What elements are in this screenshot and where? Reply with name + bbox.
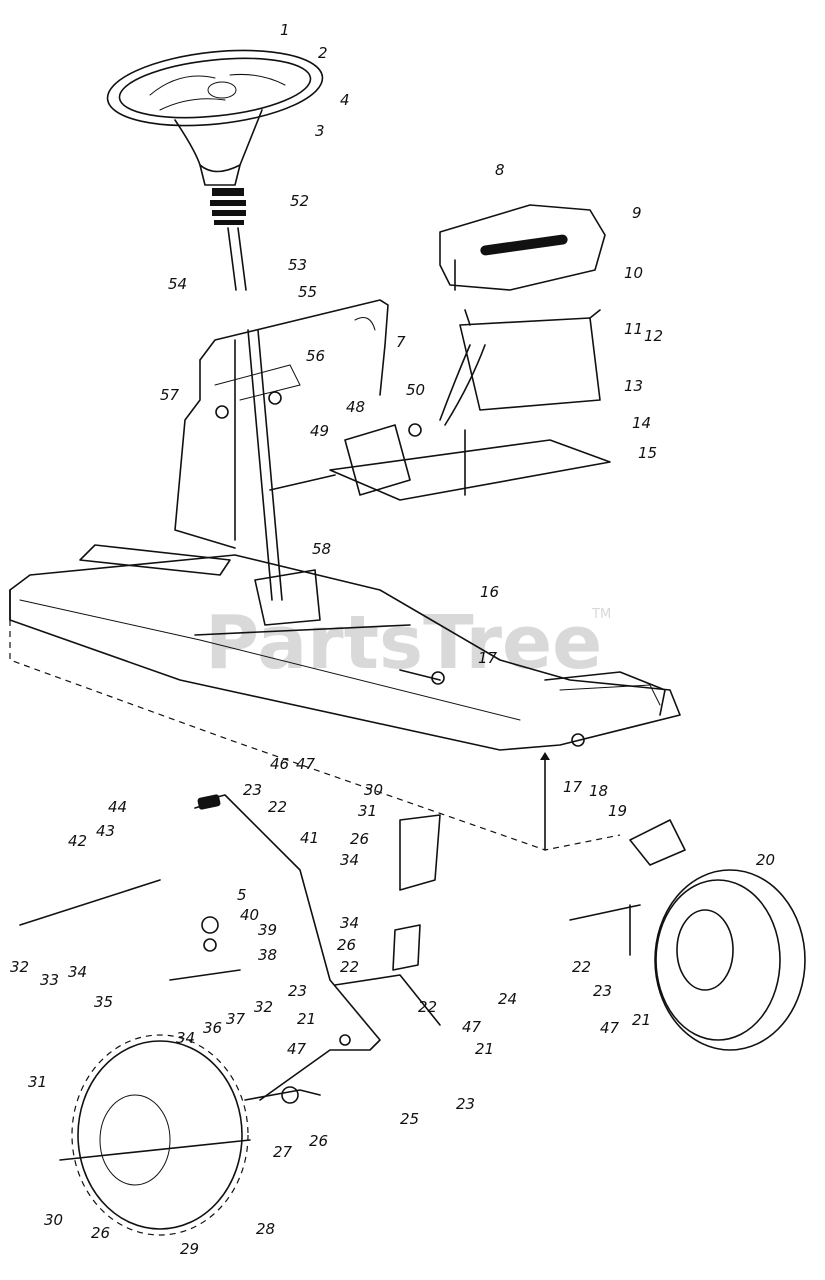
callout-55: 55 [298, 283, 317, 301]
callout-33: 33 [40, 971, 59, 989]
callout-15: 15 [638, 444, 657, 462]
left-front-wheel [59, 1034, 251, 1236]
callout-22a: 22 [268, 798, 287, 816]
callout-52: 52 [290, 192, 309, 210]
callout-26c: 26 [309, 1132, 328, 1150]
callout-48: 48 [346, 398, 365, 416]
callout-8: 8 [495, 161, 505, 179]
callout-13: 13 [624, 377, 643, 395]
callout-38: 38 [258, 946, 277, 964]
callout-47a: 47 [296, 755, 316, 773]
front-axle [9, 620, 686, 1104]
callout-31b: 31 [28, 1073, 47, 1091]
callout-44: 44 [108, 798, 127, 816]
callout-39: 39 [258, 921, 277, 939]
watermark-text: PartsTree [205, 600, 602, 686]
callout-9: 9 [632, 204, 642, 222]
callout-10: 10 [624, 264, 643, 282]
callout-7: 7 [396, 333, 406, 351]
brake-linkage [269, 423, 422, 496]
callout-labels: 1 2 4 3 52 8 9 10 53 54 55 11 12 7 56 13… [10, 21, 775, 1258]
callout-46: 46 [270, 755, 289, 773]
right-front-wheel [654, 869, 806, 1051]
steering-wheel [106, 49, 324, 186]
callout-21a: 21 [297, 1010, 316, 1028]
callout-26b: 26 [337, 936, 356, 954]
callout-16: 16 [480, 583, 499, 601]
callout-18: 18 [589, 782, 608, 800]
callout-35: 35 [94, 993, 113, 1011]
callout-17b: 17 [563, 778, 583, 796]
callout-29: 29 [180, 1240, 199, 1258]
dash-tower [174, 299, 389, 549]
callout-4: 4 [340, 91, 350, 109]
callout-5: 5 [237, 886, 247, 904]
callout-34d: 34 [176, 1029, 195, 1047]
callout-22c: 22 [572, 958, 591, 976]
callout-53: 53 [288, 256, 307, 274]
callout-54: 54 [168, 275, 187, 293]
callout-42: 42 [68, 832, 87, 850]
callout-20: 20 [756, 851, 775, 869]
callout-19: 19 [608, 802, 627, 820]
callout-28: 28 [256, 1220, 275, 1238]
callout-27: 27 [273, 1143, 293, 1161]
callout-23c: 23 [593, 982, 612, 1000]
callout-17a: 17 [478, 649, 498, 667]
steering-shaft [210, 188, 283, 601]
callout-37: 37 [226, 1010, 246, 1028]
callout-11: 11 [624, 320, 643, 338]
callout-36: 36 [203, 1019, 222, 1037]
callout-12: 12 [644, 327, 663, 345]
seat-assembly [329, 204, 611, 501]
callout-21b: 21 [632, 1011, 651, 1029]
callout-57: 57 [160, 386, 180, 404]
watermark-trademark: TM [591, 607, 611, 622]
callout-26a: 26 [350, 830, 369, 848]
callout-24: 24 [498, 990, 517, 1008]
callout-3: 3 [315, 122, 325, 140]
callout-49: 49 [310, 422, 329, 440]
callout-32b: 32 [254, 998, 273, 1016]
callout-23a: 23 [243, 781, 262, 799]
callout-2: 2 [318, 44, 328, 62]
callout-23b: 23 [288, 982, 307, 1000]
callout-34c: 34 [68, 963, 87, 981]
callout-47c: 47 [600, 1019, 620, 1037]
callout-23d: 23 [456, 1095, 475, 1113]
callout-1: 1 [280, 21, 290, 39]
callout-58: 58 [312, 540, 331, 558]
callout-21c: 21 [475, 1040, 494, 1058]
callout-41: 41 [300, 829, 319, 847]
callout-31a: 31 [358, 802, 377, 820]
callout-56: 56 [306, 347, 325, 365]
callout-40: 40 [240, 906, 259, 924]
callout-26d: 26 [91, 1224, 110, 1242]
main-frame [9, 544, 681, 851]
callout-30a: 30 [364, 781, 383, 799]
callout-50: 50 [406, 381, 425, 399]
callout-47b: 47 [462, 1018, 482, 1036]
callout-14: 14 [632, 414, 651, 432]
callout-25: 25 [400, 1110, 419, 1128]
callout-47d: 47 [287, 1040, 307, 1058]
callout-43: 43 [96, 822, 115, 840]
callout-34b: 34 [340, 914, 359, 932]
callout-22d: 22 [418, 998, 437, 1016]
callout-34a: 34 [340, 851, 359, 869]
callout-22b: 22 [340, 958, 359, 976]
callout-32a: 32 [10, 958, 29, 976]
callout-30b: 30 [44, 1211, 63, 1229]
